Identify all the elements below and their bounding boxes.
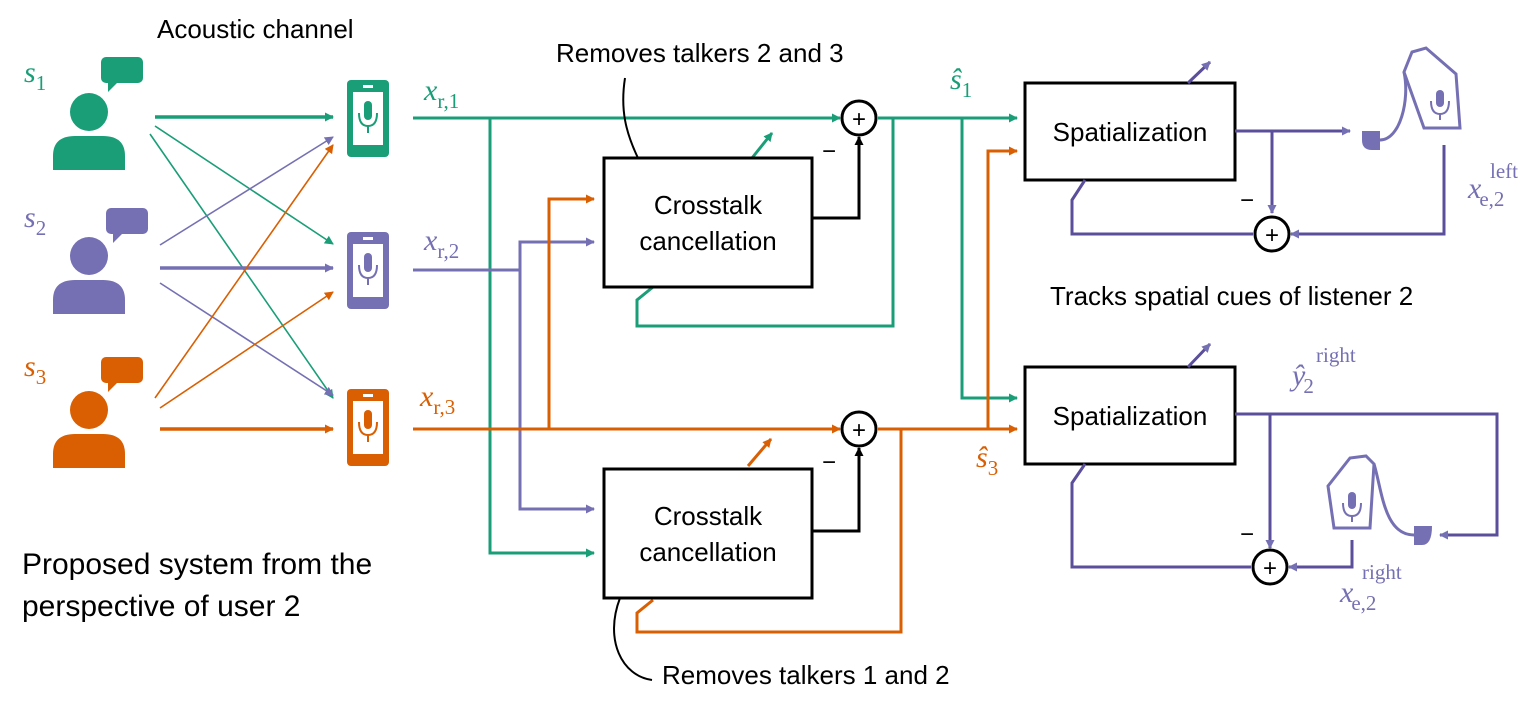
crosstalk-cancellation-top: Crosstalk cancellation [602, 156, 814, 289]
removes-talkers-12-label: Removes talkers 1 and 2 [662, 660, 950, 690]
caption-line-2: perspective of user 2 [22, 590, 300, 623]
svg-text:cancellation: cancellation [639, 226, 776, 256]
spatialization-top: Spatialization [1023, 81, 1237, 182]
microphone-icon [358, 410, 378, 442]
talker-3-symbol: s3 [24, 350, 46, 389]
svg-text:Crosstalk: Crosstalk [654, 190, 763, 220]
sum-node-left: + [1253, 215, 1291, 253]
right-earpiece-icon [1326, 454, 1432, 545]
phone-2 [347, 232, 389, 309]
tracks-spatial-cues-label: Tracks spatial cues of listener 2 [1050, 281, 1413, 311]
speech-bubble-icon [101, 57, 143, 92]
svg-text:Crosstalk: Crosstalk [654, 501, 763, 531]
talker-1: s1 [24, 56, 143, 170]
microphone-icon [1430, 90, 1450, 120]
talker-2: s2 [24, 201, 148, 314]
minus-sign-left: − [1240, 187, 1254, 214]
crosstalk-cancellation-bottom: Crosstalk cancellation [602, 467, 814, 600]
talker-3: s3 [24, 350, 143, 468]
svg-text:+: + [1265, 222, 1279, 249]
removes-talkers-23-label: Removes talkers 2 and 3 [556, 38, 844, 68]
svg-text:Spatialization: Spatialization [1053, 117, 1208, 147]
phone-3 [347, 389, 389, 466]
speech-bubble-icon [101, 357, 143, 392]
svg-text:cancellation: cancellation [639, 537, 776, 567]
microphone-icon [358, 253, 378, 285]
acoustic-channel-paths [149, 112, 334, 434]
xr1-label: xr,1 [423, 74, 459, 113]
green-signal-paths [413, 113, 1018, 558]
svg-text:Spatialization: Spatialization [1053, 401, 1208, 431]
svg-text:+: + [1263, 555, 1277, 582]
sum-node-right: + [1251, 548, 1289, 586]
orange-signal-paths [413, 146, 1018, 634]
xe-right-label: xe,2right [1339, 560, 1402, 615]
s3-hat-label: ŝ3 [976, 441, 998, 480]
left-ear-paths [1070, 60, 1446, 239]
xr2-label: xr,2 [423, 224, 459, 263]
minus-sign-bottom: − [822, 449, 836, 476]
microphone-icon [1342, 492, 1362, 522]
left-earpiece-icon [1362, 46, 1462, 150]
acoustic-channel-label: Acoustic channel [157, 14, 354, 44]
purple-signal-paths [413, 237, 595, 514]
sum-node-top: + [840, 99, 878, 137]
leader-line-top [622, 77, 639, 159]
speech-bubble-icon [106, 208, 148, 243]
svg-text:+: + [852, 106, 866, 133]
talker-2-symbol: s2 [24, 201, 46, 240]
y-right-label: ŷ2right [1289, 343, 1356, 398]
right-ear-paths [1070, 342, 1499, 572]
phone-1 [347, 80, 389, 157]
s1-hat-label: ŝ1 [950, 63, 972, 102]
sum-node-bottom: + [840, 410, 878, 448]
person-icon [53, 391, 125, 468]
xe-left-label: xe,2left [1467, 159, 1518, 211]
caption-line-1: Proposed system from the [22, 548, 372, 581]
xr3-label: xr,3 [419, 380, 455, 419]
svg-text:+: + [852, 417, 866, 444]
minus-sign-right: − [1240, 521, 1254, 548]
minus-sign-top: − [822, 138, 836, 165]
talker-1-symbol: s1 [24, 56, 46, 95]
crosstalk-output-paths [812, 136, 864, 533]
spatialization-bottom: Spatialization [1023, 365, 1237, 466]
leader-line-bottom [613, 597, 653, 681]
person-icon [53, 93, 125, 170]
person-icon [53, 237, 125, 314]
microphone-icon [358, 101, 378, 133]
